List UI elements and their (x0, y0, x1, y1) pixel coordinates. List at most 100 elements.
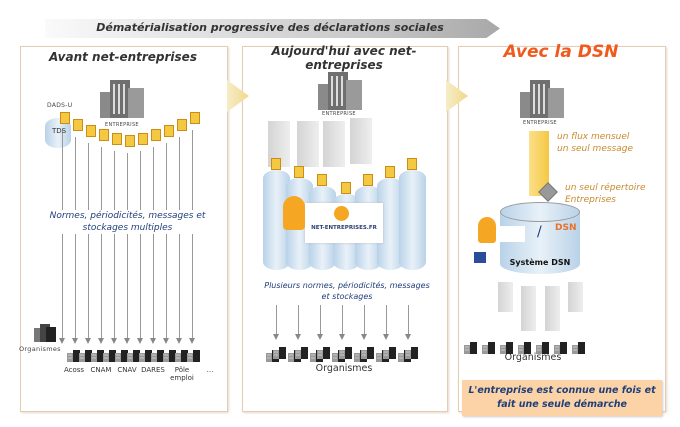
arrow-down-icon (317, 334, 323, 340)
gray-bar (297, 121, 319, 167)
conclusion-line1: L'entreprise est connue une fois et (468, 385, 656, 396)
flow-line (298, 305, 299, 335)
arrow-down-icon (163, 338, 169, 344)
flux-bar (529, 131, 549, 196)
banner-arrow (45, 19, 500, 38)
net-entreprises-logo-text: NET-ENTREPRISES.FR (311, 225, 377, 231)
flow-line (75, 137, 76, 340)
flow-line (62, 130, 63, 340)
today-caption: Plusieurs normes, périodicités, messages… (264, 281, 430, 301)
organisme-building-icon (115, 347, 128, 362)
document-icon (294, 166, 304, 178)
organisme-label: DARES (141, 366, 165, 374)
flow-line (114, 151, 115, 340)
arrow-down-icon (85, 338, 91, 344)
document-icon (99, 129, 109, 141)
enterprise-building-icon (318, 70, 362, 114)
enterprise-label: ENTREPRISE (105, 122, 139, 128)
organisme-building-icon (464, 339, 481, 354)
organisme-building-icon (398, 347, 418, 362)
database-icon (399, 170, 426, 270)
panel-before-title: Avant net-entreprises (49, 50, 197, 64)
flow-line (364, 305, 365, 335)
flow-line (101, 147, 102, 340)
document-icon (151, 129, 161, 141)
document-icon (60, 112, 70, 124)
enterprise-building-icon (520, 78, 564, 122)
arrow-down-icon (405, 334, 411, 340)
flow-line (179, 137, 180, 340)
arrow-down-icon (137, 338, 143, 344)
organisme-building-icon (572, 339, 589, 354)
organisme-building-icon (175, 347, 188, 362)
arrow-down-icon (72, 338, 78, 344)
enterprise-label: ENTREPRISE (322, 111, 356, 117)
organisme-building-icon (139, 347, 152, 362)
document-icon (164, 125, 174, 137)
arrow-down-icon (98, 338, 104, 344)
document-icon (341, 182, 351, 194)
gray-bar (323, 121, 345, 167)
document-icon (177, 119, 187, 131)
tds-label: TDS (52, 127, 67, 135)
dadsu-label: DADS-U (47, 102, 73, 109)
document-icon (407, 158, 417, 170)
arrow-down-icon (59, 338, 65, 344)
play-icon (334, 206, 349, 221)
organismes-label: Organismes (19, 345, 61, 353)
arrow-down-icon (176, 338, 182, 344)
slash-separator: / (537, 224, 542, 240)
organismes-label: Organismes (315, 363, 373, 374)
organisme-label: ... (206, 366, 214, 374)
organisme-building-icon (266, 347, 286, 362)
before-caption: Normes, périodicités, messages et stocka… (45, 210, 210, 234)
flow-line (192, 130, 193, 340)
flow-line (386, 305, 387, 335)
organisme-label: CNAM (90, 366, 112, 374)
organisme-building-icon (500, 339, 517, 354)
panel-today-title: Aujourd'hui avec net-entreprises (271, 44, 417, 72)
conclusion-box: L'entreprise est connue une fois et fait… (462, 380, 662, 416)
enterprise-label: ENTREPRISE (523, 120, 557, 126)
gray-bar (568, 282, 583, 312)
arrow-down-icon (124, 338, 130, 344)
flow-line (166, 143, 167, 340)
arrow-down-icon (189, 338, 195, 344)
flow-line (408, 305, 409, 335)
organisme-building-icon (332, 347, 352, 362)
organisme-building-icon (310, 347, 330, 362)
document-icon (385, 166, 395, 178)
gray-bar (545, 286, 560, 331)
database-top (500, 202, 580, 222)
document-icon (73, 119, 83, 131)
organisme-building-icon (554, 339, 571, 354)
organisme-building-icon (288, 347, 308, 362)
gray-bar (268, 121, 290, 167)
arrow-down-icon (339, 334, 345, 340)
flow-line (153, 147, 154, 340)
arrow-down-icon (150, 338, 156, 344)
organisme-building-icon (127, 347, 140, 362)
flow-line (88, 143, 89, 340)
organisme-building-icon (536, 339, 553, 354)
mascot-icon (478, 217, 496, 243)
document-icon (271, 158, 281, 170)
flow-line (127, 153, 128, 340)
organisme-building-icon (187, 347, 200, 362)
net-entreprises-small-logo (497, 226, 525, 242)
panel-dsn-title: Avec la DSN (503, 42, 619, 62)
conclusion-line2: fait une seule démarche (497, 399, 627, 410)
arrow-down-icon (111, 338, 117, 344)
dsn-logo: DSN (555, 223, 577, 233)
organisme-building-icon (151, 347, 164, 362)
document-icon (86, 125, 96, 137)
enterprise-building-icon (100, 78, 144, 122)
mascot-icon (283, 196, 305, 230)
organisme-label: CNAV (117, 366, 137, 374)
document-icon (363, 174, 373, 186)
flow-line (140, 151, 141, 340)
flow-line (276, 305, 277, 335)
organisme-building-icon (163, 347, 176, 362)
